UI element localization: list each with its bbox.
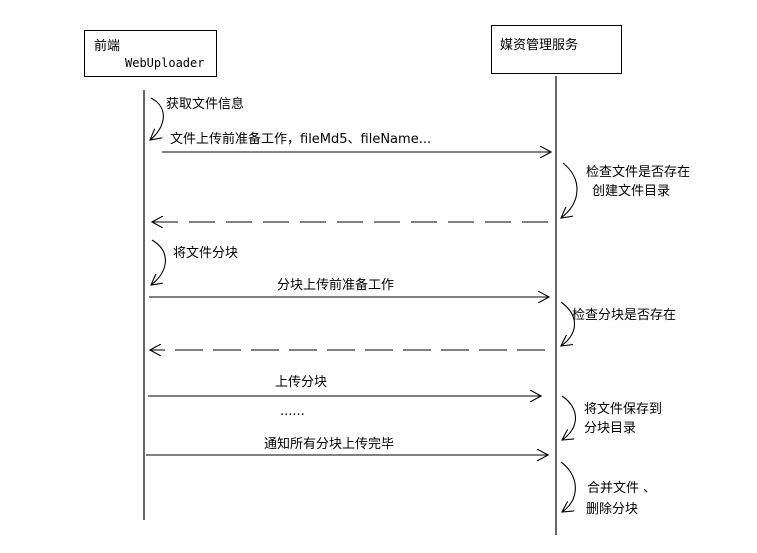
label-prepare-chunk: 分块上传前准备工作 — [277, 278, 395, 293]
label-prepare-upload: 文件上传前准备工作，fileMd5、fileName... — [170, 132, 432, 147]
label-ellipsis: ...... — [280, 404, 305, 419]
label-merge-1: 合并文件 、 — [587, 481, 657, 496]
self-loop-check-file — [561, 162, 578, 218]
label-get-file-info: 获取文件信息 — [166, 97, 245, 112]
self-loop-get-file-info — [150, 97, 164, 140]
self-loop-merge — [560, 461, 576, 512]
participant-service-label: 媒资管理服务 — [500, 38, 579, 53]
label-check-chunk: 检查分块是否存在 — [572, 308, 677, 323]
participant-client-sublabel: WebUploader — [125, 56, 205, 70]
label-merge-2: 删除分块 — [586, 502, 639, 517]
label-save-chunk-2: 分块目录 — [584, 421, 637, 436]
label-check-file-2: 创建文件目录 — [592, 184, 671, 199]
self-loop-check-chunk — [561, 301, 576, 346]
label-check-file-1: 检查文件是否存在 — [586, 165, 691, 180]
participant-client-label: 前端 — [94, 39, 121, 54]
label-notify-done: 通知所有分块上传完毕 — [264, 437, 395, 452]
participant-service-box — [491, 25, 622, 74]
label-save-chunk-1: 将文件保存到 — [584, 402, 663, 417]
self-loop-save-chunk — [562, 395, 577, 440]
label-upload-chunk: 上传分块 — [275, 375, 328, 390]
participant-client-box — [84, 30, 217, 77]
self-loop-split-file — [151, 239, 166, 285]
label-split-file: 将文件分块 — [173, 246, 239, 261]
